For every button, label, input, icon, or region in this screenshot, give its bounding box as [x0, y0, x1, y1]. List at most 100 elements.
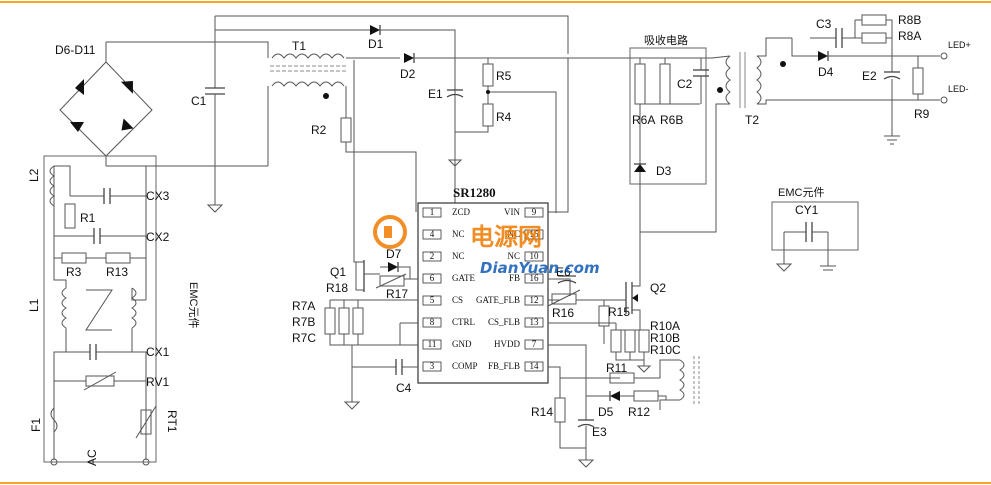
- label-C3: C3: [816, 17, 832, 31]
- watermark: 电源网 DianYuan.com: [373, 215, 600, 277]
- ic-name: SR1280: [453, 185, 496, 200]
- ic-right-pin-name: VIN: [504, 207, 520, 217]
- snubber-box: [629, 47, 707, 185]
- ic-right-pin-name: GATE_FLB: [476, 295, 520, 305]
- ic-left-pin-name: NC: [452, 251, 465, 261]
- label-CX3: CX3: [146, 189, 170, 203]
- ic-right-pin-box: [524, 273, 544, 284]
- label-RT1: RT1: [165, 410, 179, 433]
- label-T1: T1: [292, 39, 306, 53]
- label-R11: R11: [606, 361, 627, 375]
- ic-left-pin-name: NC: [452, 229, 465, 239]
- label-R8B: R8B: [898, 13, 921, 27]
- ic-left-pin-number: 11: [428, 339, 437, 349]
- label-R7A: R7A: [292, 299, 315, 313]
- label-C4: C4: [396, 381, 412, 395]
- ic-left-pin-number: 1: [430, 207, 435, 217]
- ic-right-pin-number: 14: [530, 361, 540, 371]
- ic-right-pin-number: 7: [532, 339, 537, 349]
- label-R10C: R10C: [650, 343, 681, 357]
- label-CX2: CX2: [146, 230, 170, 244]
- label-D1: D1: [368, 37, 384, 51]
- label-AC: AC: [85, 449, 99, 466]
- label-absorb: 吸收电路: [644, 33, 688, 47]
- ic-left-pin-box: [422, 207, 442, 218]
- ic-left-pin-box: [422, 251, 442, 262]
- ic-right-pin-number: 13: [530, 317, 540, 327]
- label-R10A: R10A: [650, 319, 680, 333]
- ic-left-pin-name: GND: [452, 339, 472, 349]
- transformer-T2: [717, 52, 786, 108]
- label-R12: R12: [628, 405, 650, 419]
- label-R7B: R7B: [292, 315, 315, 329]
- emc-cy1-box: [771, 201, 859, 251]
- label-R6A: R6A: [632, 113, 655, 127]
- ic-right-pin-name: NC: [507, 251, 520, 261]
- label-F1: F1: [29, 418, 43, 432]
- ic-right-pin-number: 10: [530, 251, 540, 261]
- ic-right-pin-name: NC: [507, 229, 520, 239]
- label-C1: C1: [191, 94, 207, 108]
- ic-left-pin-name: CTRL: [452, 317, 475, 327]
- label-E6: E6: [556, 265, 571, 279]
- ic-right-pin-name: CS_FLB: [488, 317, 520, 327]
- label-Q2: Q2: [650, 281, 666, 295]
- ic-right-pin-box: [524, 251, 544, 262]
- label-L2: L2: [27, 168, 41, 182]
- ic-right-pin-name: FB_FLB: [488, 361, 520, 371]
- label-D4: D4: [818, 65, 834, 79]
- label-LED-plus: LED+: [948, 40, 971, 50]
- label-R1: R1: [80, 211, 96, 225]
- ic-right-pin-name: HVDD: [494, 339, 520, 349]
- ic-left-pin-box: [422, 273, 442, 284]
- ic-left-pin-number: 5: [430, 295, 435, 305]
- label-R9: R9: [914, 107, 930, 121]
- ic-left-pin-number: 6: [430, 273, 435, 283]
- label-R3: R3: [66, 265, 82, 279]
- ic-right-pin-number: 16: [530, 273, 540, 283]
- ic-left-pin-box: [422, 229, 442, 240]
- label-CX1: CX1: [146, 345, 170, 359]
- label-CY1: CY1: [795, 203, 819, 217]
- label-D2: D2: [400, 67, 416, 81]
- label-R8A: R8A: [898, 29, 921, 43]
- ic-left-pin-name: COMP: [452, 361, 478, 371]
- label-EMC-right: EMC元件: [778, 186, 824, 199]
- label-RV1: RV1: [146, 375, 169, 389]
- label-D7: D7: [386, 247, 402, 261]
- transformer-T1: [267, 53, 347, 166]
- label-R2: R2: [311, 123, 327, 137]
- ic-left-pin-box: [422, 317, 442, 328]
- ic-left-pin-name: GATE: [452, 273, 475, 283]
- ic-left-pin-box: [422, 295, 442, 306]
- ic-right-pin-box: [524, 361, 544, 372]
- ic-left-pin-name: ZCD: [452, 207, 471, 217]
- label-Q1: Q1: [330, 265, 346, 279]
- label-E3: E3: [592, 425, 607, 439]
- watermark-en: DianYuan.com: [480, 259, 600, 277]
- ic-right-pin-box: [524, 207, 544, 218]
- ic-right-pin-number: 15: [530, 229, 540, 239]
- ic-right-pin-box: [524, 295, 544, 306]
- label-R16: R16: [552, 306, 574, 320]
- bridge-rectifier: [59, 41, 268, 167]
- label-E2: E2: [862, 69, 877, 83]
- ic-right-pin-number: 12: [530, 295, 539, 305]
- ic-right-pin-name: FB: [509, 273, 520, 283]
- capacitor-C1: [205, 42, 225, 213]
- label-R13: R13: [106, 265, 128, 279]
- label-C2: C2: [677, 77, 693, 91]
- ic-right-pin-box: [524, 229, 544, 240]
- label-R10B: R10B: [650, 331, 680, 345]
- ic-right-pin-box: [524, 317, 544, 328]
- ic-right-pin-number: 9: [532, 207, 537, 217]
- ic-left-pin-number: 2: [430, 251, 435, 261]
- emc-filter-box: [43, 155, 157, 463]
- label-R4: R4: [496, 110, 512, 124]
- watermark-cn: 电源网: [470, 223, 542, 251]
- ic-left-pin-box: [422, 361, 442, 372]
- label-E1: E1: [428, 87, 443, 101]
- label-R17: R17: [386, 287, 408, 301]
